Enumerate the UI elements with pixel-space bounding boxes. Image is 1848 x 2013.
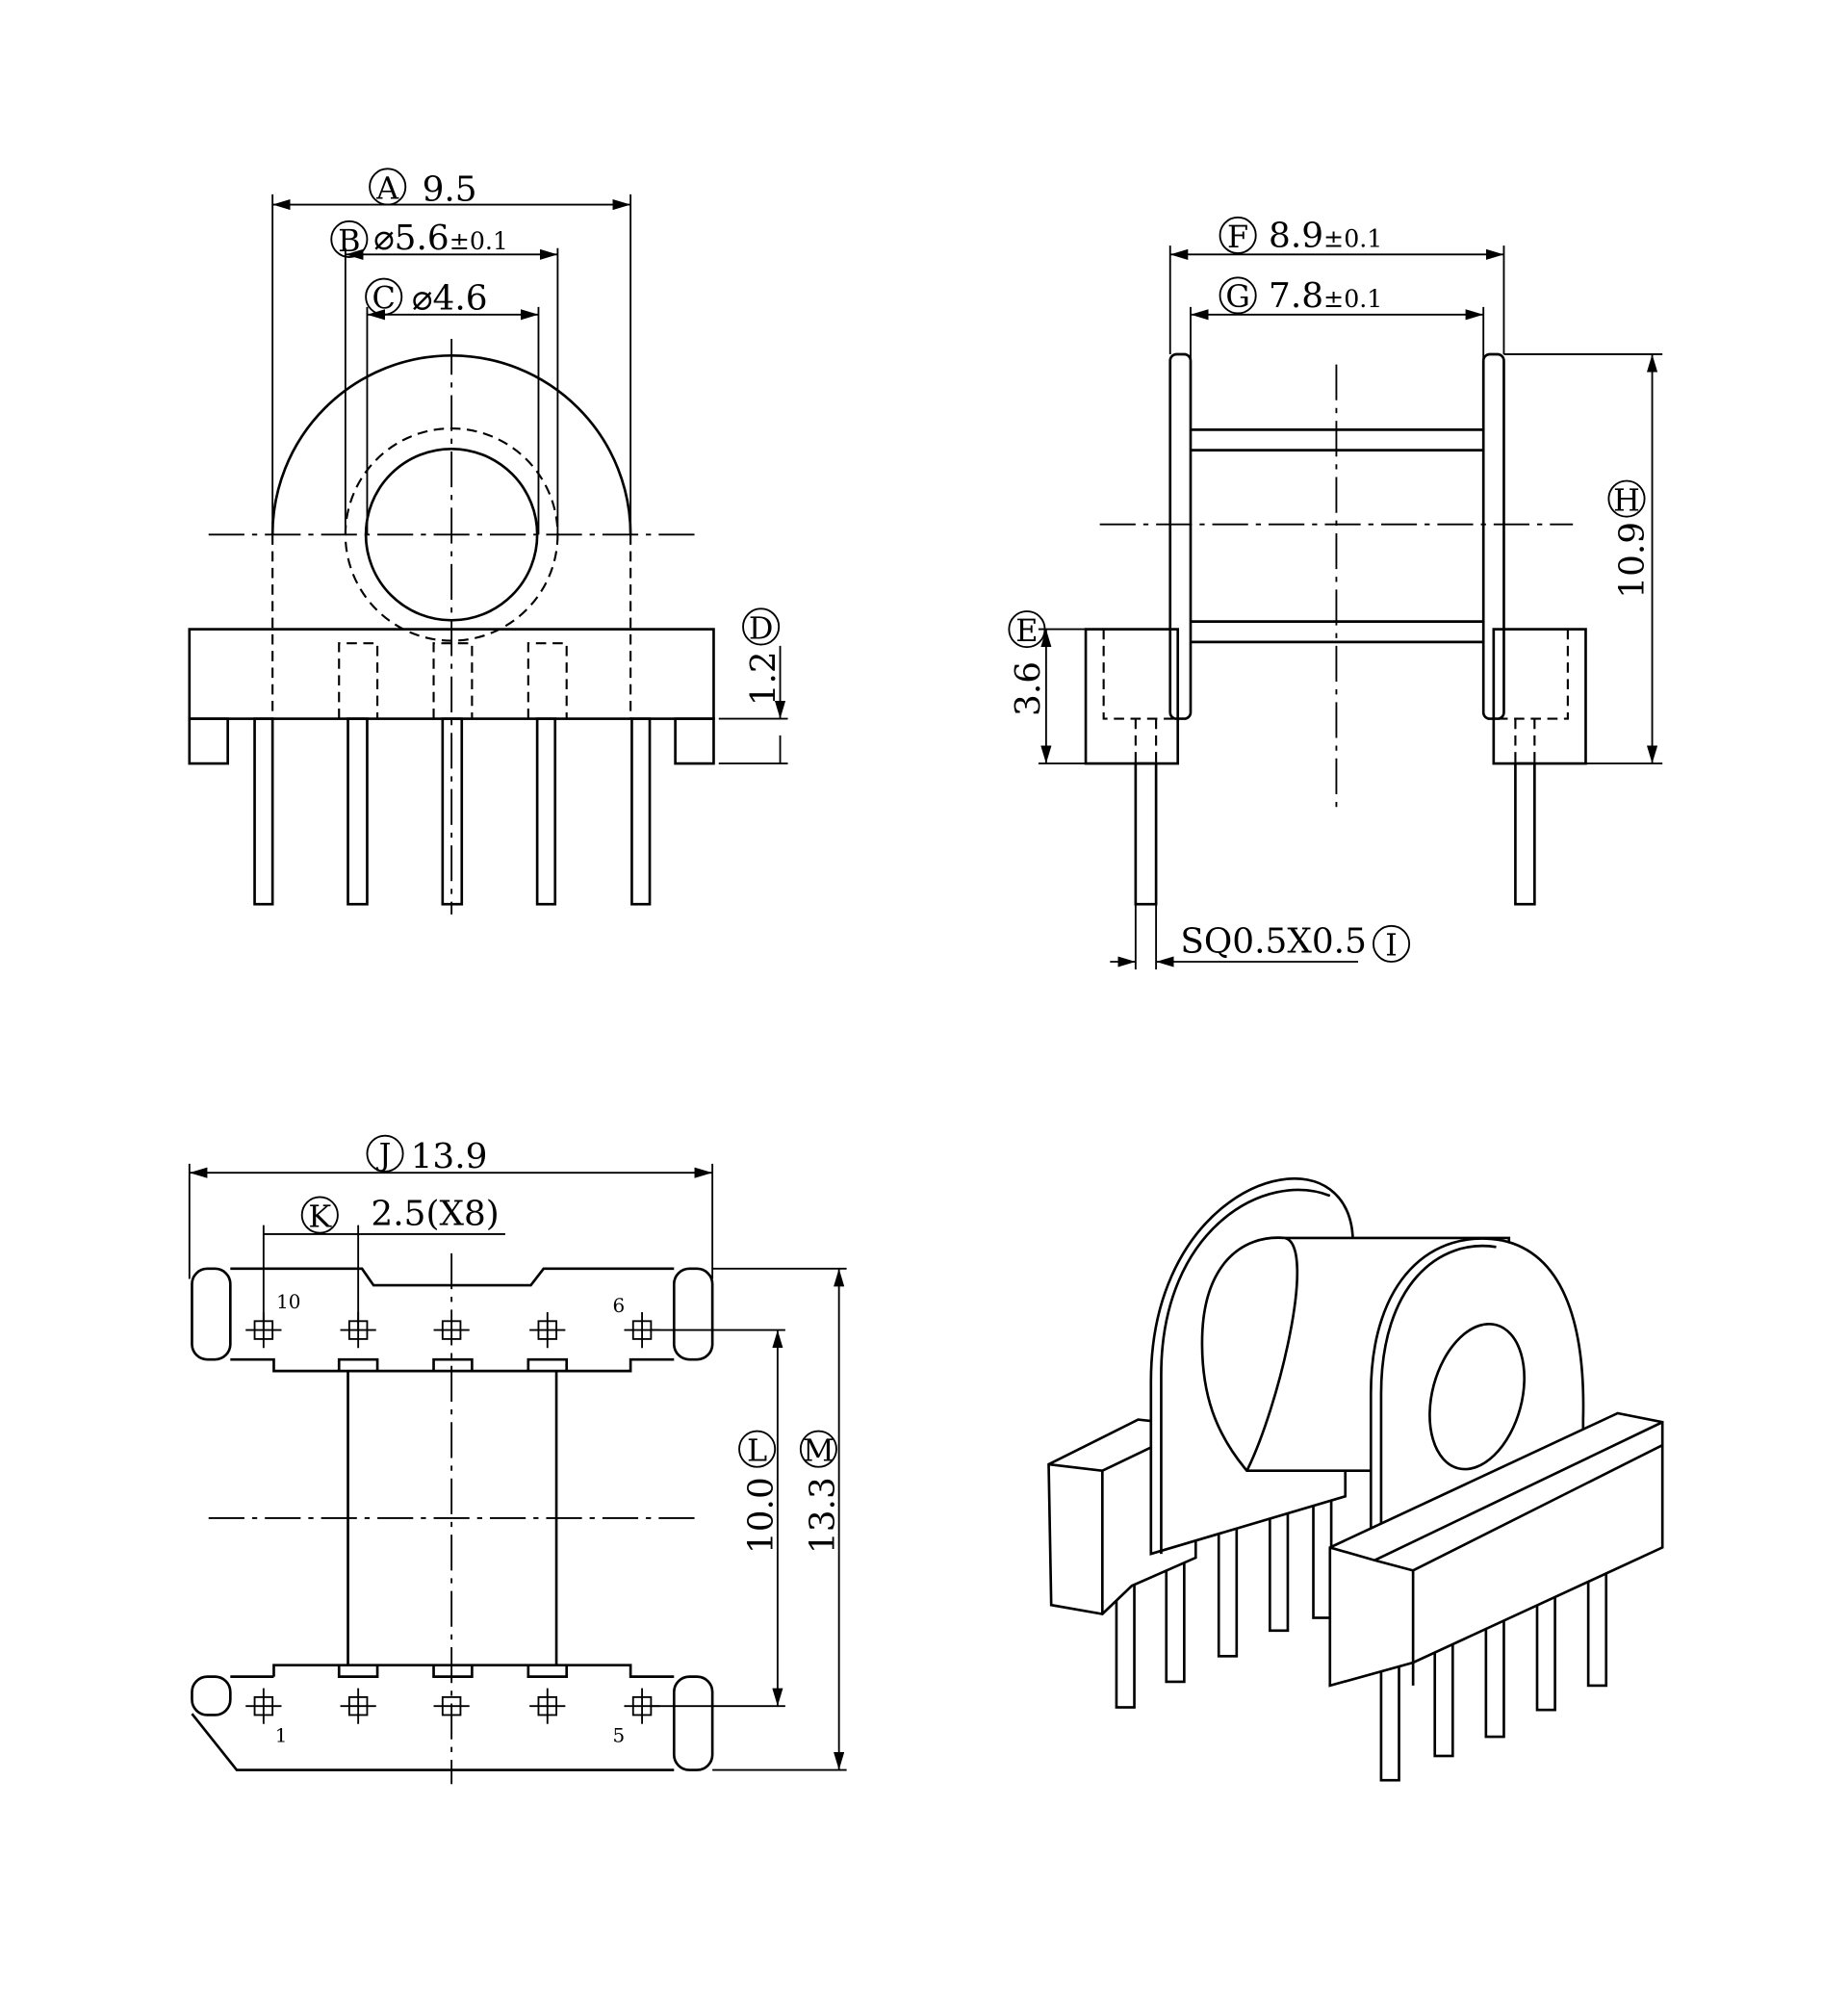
label-H: H: [1613, 481, 1640, 518]
label-C: C: [372, 280, 396, 317]
label-K: K: [308, 1198, 332, 1234]
dim-D: 1.2: [744, 651, 783, 706]
dim-L: 10.0: [742, 1477, 782, 1554]
front-view: A 9.5 B ⌀5.6±0.1 C ⌀4.6 D 1.2: [188, 168, 788, 915]
label-B: B: [338, 222, 360, 259]
label-M: M: [803, 1432, 834, 1468]
label-I: I: [1385, 927, 1398, 964]
dim-H: 10.9: [1612, 522, 1652, 599]
dim-C: ⌀4.6: [412, 278, 488, 318]
dim-J: 13.9: [411, 1137, 488, 1176]
dim-G: 7.8±0.1: [1269, 276, 1382, 316]
label-E: E: [1015, 612, 1038, 649]
label-D: D: [749, 609, 774, 646]
dim-K: 2.5(X8): [371, 1195, 499, 1234]
label-G: G: [1225, 278, 1249, 315]
pin-label-10: 10: [276, 1291, 300, 1313]
pin-label-5: 5: [613, 1724, 626, 1746]
pin-markers: [245, 1312, 660, 1724]
dim-I: SQ0.5X0.5: [1180, 922, 1367, 962]
dim-A: 9.5: [423, 170, 477, 210]
pin-label-6: 6: [613, 1295, 626, 1317]
dim-M: 13.3: [803, 1477, 842, 1554]
bottom-view: 10 6 1 5 J 13.9 K 2.5(X8) L 10.0 M 13.3: [188, 1134, 847, 1785]
label-F: F: [1227, 219, 1248, 255]
pin-label-1: 1: [275, 1724, 288, 1746]
label-A: A: [375, 169, 399, 206]
isometric-view: [1047, 1176, 1664, 1782]
dim-B: ⌀5.6±0.1: [373, 219, 508, 258]
label-J: J: [376, 1137, 392, 1174]
label-L: L: [747, 1432, 767, 1468]
side-view: F 8.9±0.1 G 7.8±0.1 H 10.9 E 3.6 SQ0.5X0…: [1008, 216, 1663, 969]
dim-F: 8.9±0.1: [1269, 216, 1382, 255]
dim-E: 3.6: [1009, 661, 1048, 716]
